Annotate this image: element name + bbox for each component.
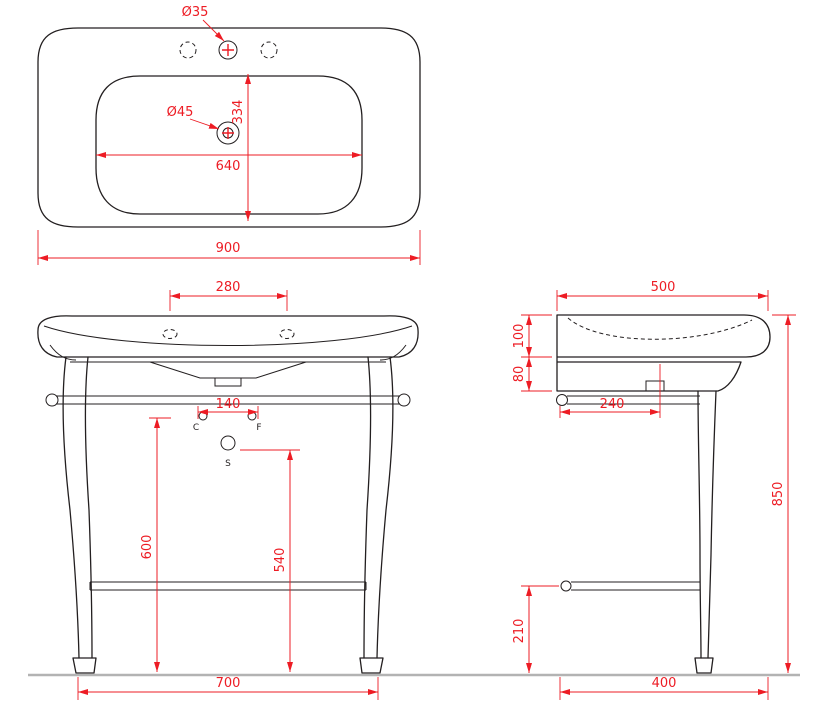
side-drain-box bbox=[645, 380, 665, 392]
front-basin-outline bbox=[37, 315, 419, 358]
basin-outer-outline bbox=[37, 27, 421, 228]
front-fixing-hole-c bbox=[198, 411, 208, 421]
drain-diameter-leader bbox=[189, 118, 220, 130]
dim-overall-height: 850 bbox=[771, 482, 786, 507]
dim-ext-feet-depth bbox=[559, 677, 769, 700]
tap-hole-center-cross bbox=[222, 44, 234, 56]
front-left-leg bbox=[62, 356, 93, 659]
front-left-scroll bbox=[49, 344, 77, 361]
side-stretcher-knob bbox=[560, 580, 572, 592]
front-rail-cap-left bbox=[45, 393, 59, 407]
dim-ext-feet-span bbox=[77, 677, 379, 700]
front-siphon-hole bbox=[220, 435, 236, 451]
dim-hole-diameter: Ø35 bbox=[182, 5, 209, 20]
side-stretcher-bar bbox=[571, 581, 700, 591]
dim-apron-height: 80 bbox=[512, 366, 527, 383]
dim-overall-depth: 500 bbox=[651, 280, 676, 295]
dim-feet-span: 700 bbox=[216, 676, 241, 691]
dim-basin-height: 100 bbox=[512, 324, 527, 349]
dim-bowl-depth: 334 bbox=[231, 100, 246, 125]
label-f: F bbox=[256, 423, 261, 433]
front-tap-hole-right bbox=[279, 329, 295, 339]
side-rail-knob bbox=[556, 394, 568, 406]
dim-siphon-height: 540 bbox=[273, 548, 288, 573]
side-foot bbox=[694, 657, 714, 674]
front-rim-curve bbox=[43, 325, 413, 346]
side-view: 500 100 80 240 850 210 400 bbox=[512, 280, 796, 700]
side-leg bbox=[697, 390, 717, 659]
front-right-scroll bbox=[379, 344, 407, 361]
front-apron bbox=[149, 361, 307, 379]
dim-drain-diameter: Ø45 bbox=[167, 105, 194, 120]
tap-hole-right bbox=[260, 41, 278, 59]
dim-tap-spacing: 280 bbox=[216, 280, 241, 295]
dim-bowl-length: 640 bbox=[216, 159, 241, 174]
side-towel-rail bbox=[567, 395, 700, 405]
front-left-foot bbox=[72, 657, 97, 674]
label-c: C bbox=[193, 423, 199, 433]
front-right-foot bbox=[359, 657, 384, 674]
front-fixing-hole-f bbox=[247, 411, 257, 421]
front-rail-cap-right bbox=[397, 393, 411, 407]
front-drain-box bbox=[214, 377, 242, 387]
dim-rail-height: 600 bbox=[140, 535, 155, 560]
label-s: S bbox=[225, 459, 231, 469]
dim-overall-width: 900 bbox=[216, 241, 241, 256]
side-basin-outline bbox=[556, 314, 771, 392]
front-right-leg bbox=[363, 356, 394, 659]
dim-hole-spacing: 140 bbox=[216, 397, 241, 412]
drain-cross bbox=[222, 127, 234, 139]
top-view: Ø35 Ø45 640 334 900 bbox=[37, 5, 421, 265]
dim-stretcher-height: 210 bbox=[512, 619, 527, 644]
front-tap-hole-left bbox=[162, 329, 178, 339]
front-towel-rail bbox=[56, 395, 400, 405]
dim-rail-projection: 240 bbox=[600, 397, 625, 412]
tap-hole-center bbox=[218, 40, 238, 60]
tap-hole-left bbox=[179, 41, 197, 59]
hole-diameter-leader bbox=[202, 19, 225, 42]
side-bowl-curve bbox=[567, 317, 753, 340]
front-stretcher-bar bbox=[89, 581, 367, 591]
basin-inner-outline bbox=[95, 75, 363, 215]
dim-feet-depth: 400 bbox=[652, 676, 677, 691]
drain-outer bbox=[216, 121, 240, 145]
front-view: C F S 280 140 600 540 700 bbox=[37, 280, 419, 700]
